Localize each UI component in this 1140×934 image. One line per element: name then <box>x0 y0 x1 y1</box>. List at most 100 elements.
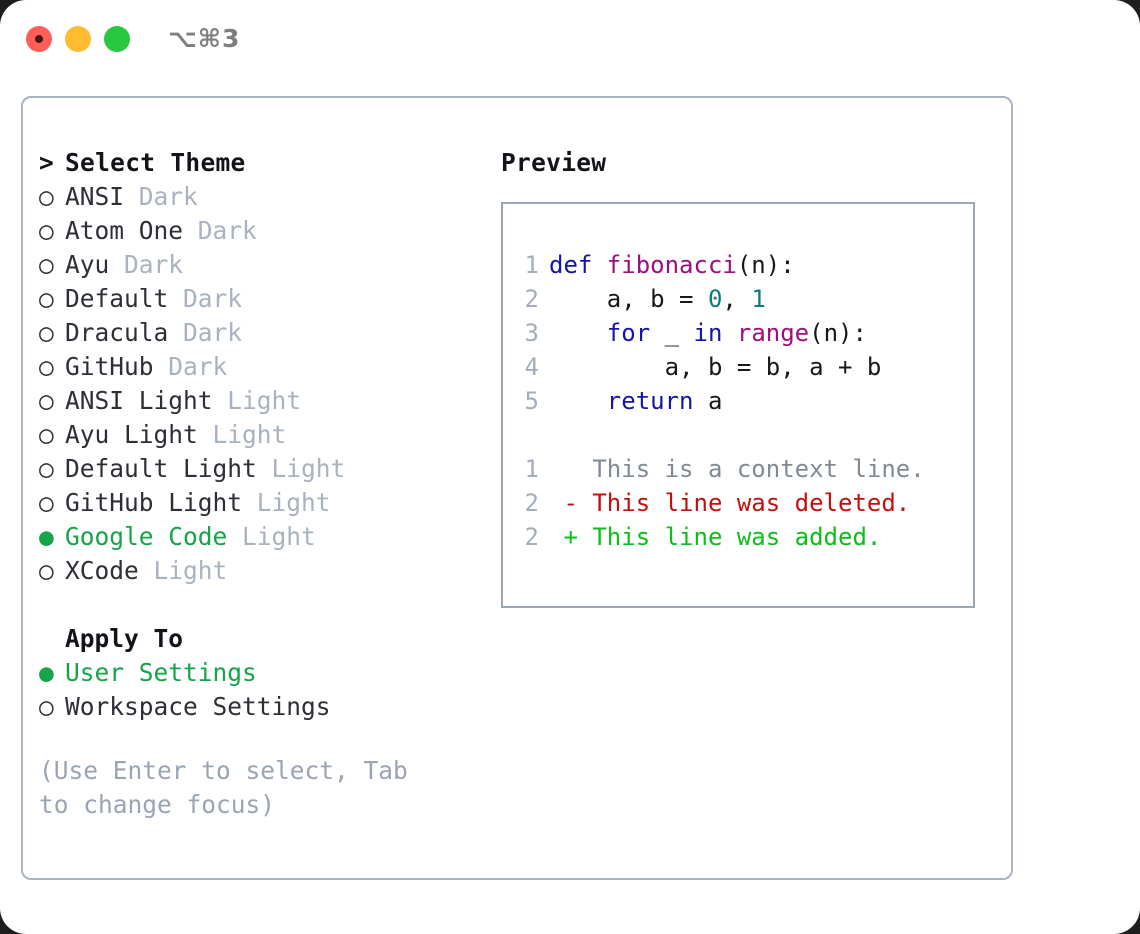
code-token: fibonacci <box>606 251 737 279</box>
line-number: 2 <box>524 489 539 517</box>
theme-option-label: GitHub <box>65 352 154 381</box>
radio-unselected-icon: ○ <box>39 216 54 245</box>
section-spacer <box>39 588 479 622</box>
code-token <box>549 387 607 415</box>
line-number: 1 <box>524 251 539 279</box>
code-token: (n): <box>809 319 867 347</box>
theme-option-variant: Dark <box>168 318 243 347</box>
theme-option-variant: Dark <box>124 182 198 211</box>
code-token: range <box>736 319 810 347</box>
theme-option-ansi[interactable]: ○ ANSI Dark <box>39 180 479 214</box>
radio-selected-icon: ● <box>39 658 54 687</box>
code-token: 1 <box>751 285 766 313</box>
theme-option-default-light[interactable]: ○ Default Light Light <box>39 452 479 486</box>
theme-option-label: ANSI <box>65 182 125 211</box>
maximize-button[interactable] <box>104 26 130 52</box>
code-token: return <box>606 387 694 415</box>
code-token: (n): <box>736 251 795 279</box>
diff-text: This line was deleted. <box>592 489 911 517</box>
radio-unselected-icon: ○ <box>39 454 54 483</box>
line-number: 5 <box>524 387 539 415</box>
minimize-button[interactable] <box>65 26 91 52</box>
diff-line-del: 2 - This line was deleted. <box>503 486 973 520</box>
apply-to-option-label: User Settings <box>65 658 257 687</box>
radio-selected-icon: ● <box>39 522 54 551</box>
prompt-marker-icon: > <box>39 148 55 177</box>
theme-option-variant: Dark <box>153 352 228 381</box>
theme-option-label: Ayu <box>65 250 110 279</box>
diff-marker <box>549 455 592 483</box>
apply-to-option-user-settings[interactable]: ● User Settings <box>39 656 479 690</box>
theme-option-label: XCode <box>65 556 139 585</box>
diff-marker: + <box>549 523 593 551</box>
line-number: 1 <box>524 455 539 483</box>
theme-option-label: Google Code <box>65 522 228 551</box>
code-token: , <box>722 285 752 313</box>
code-line: 4 a, b = b, a + b <box>503 350 973 384</box>
theme-option-label: Default <box>65 284 169 313</box>
code-token: in <box>693 319 723 347</box>
theme-option-github-light[interactable]: ○GitHub Light Light <box>39 486 479 520</box>
preview-heading: Preview <box>501 148 607 177</box>
code-line: 1 def fibonacci(n): <box>503 248 973 282</box>
keyboard-hint: (Use Enter to select, Tab to change focu… <box>39 756 408 819</box>
title-bar: ⌥⌘3 <box>0 0 1140 78</box>
diff-text: This is a context line. <box>592 455 925 483</box>
code-token: def <box>549 251 607 279</box>
code-token <box>722 319 736 347</box>
theme-option-label: GitHub Light <box>65 488 243 517</box>
code-line: 3 for _ in range(n): <box>503 316 973 350</box>
theme-option-variant: Light <box>197 420 287 449</box>
theme-option-ansi-light[interactable]: ○ANSI Light Light <box>39 384 479 418</box>
theme-option-variant: Dark <box>168 284 243 313</box>
radio-unselected-icon: ○ <box>39 420 54 449</box>
line-number: 3 <box>524 319 539 347</box>
radio-unselected-icon: ○ <box>39 318 54 347</box>
theme-picker-column: >Select Theme ○ANSI Dark○Atom One Dark○A… <box>39 146 479 822</box>
code-token: a, b = <box>549 285 708 313</box>
theme-option-ayu-light[interactable]: ○ Ayu Light Light <box>39 418 479 452</box>
diff-line-ctx: 1 This is a context line. <box>503 452 973 486</box>
line-number: 2 <box>524 285 539 313</box>
theme-option-variant: Light <box>227 522 316 551</box>
code-token: _ <box>650 319 694 347</box>
theme-option-google-code[interactable]: ● Google Code Light <box>39 520 479 554</box>
code-line: 5 return a <box>503 384 973 418</box>
theme-option-ayu[interactable]: ○Ayu Dark <box>39 248 479 282</box>
select-theme-heading-label: Select Theme <box>65 148 246 177</box>
theme-option-label: Atom One <box>65 216 184 245</box>
select-theme-heading: > Select Theme <box>39 146 479 180</box>
radio-unselected-icon: ○ <box>39 182 54 211</box>
radio-unselected-icon: ○ <box>39 352 54 381</box>
diff-text: This line was added. <box>592 523 882 551</box>
apply-to-option-workspace-settings[interactable]: ○Workspace Settings <box>39 690 479 724</box>
theme-option-label: Ayu Light <box>65 420 198 449</box>
close-button[interactable] <box>26 26 52 52</box>
apply-to-heading: Apply To <box>65 624 184 653</box>
theme-option-label: Default Light <box>65 454 257 483</box>
radio-unselected-icon: ○ <box>39 692 54 721</box>
theme-option-variant: Light <box>138 556 228 585</box>
line-number: 2 <box>524 523 539 551</box>
code-token: a <box>693 387 723 415</box>
theme-option-label: ANSI Light <box>65 386 213 415</box>
code-line: 2 a, b = 0, 1 <box>503 282 973 316</box>
radio-unselected-icon: ○ <box>39 284 54 313</box>
code-token: 0 <box>707 285 723 313</box>
theme-option-github[interactable]: ○ GitHub Dark <box>39 350 479 384</box>
theme-option-label: Dracula <box>65 318 169 347</box>
theme-option-default[interactable]: ○ Default Dark <box>39 282 479 316</box>
theme-option-xcode[interactable]: ○XCode Light <box>39 554 479 588</box>
theme-option-dracula[interactable]: ○ Dracula Dark <box>39 316 479 350</box>
theme-option-variant: Light <box>256 454 346 483</box>
preview-gap <box>503 418 973 452</box>
window-controls <box>26 26 130 52</box>
radio-unselected-icon: ○ <box>39 488 54 517</box>
theme-option-variant: Light <box>212 386 302 415</box>
main-panel: >Select Theme ○ANSI Dark○Atom One Dark○A… <box>21 96 1013 880</box>
radio-unselected-icon: ○ <box>39 250 54 279</box>
theme-option-atom-one[interactable]: ○Atom One Dark <box>39 214 479 248</box>
